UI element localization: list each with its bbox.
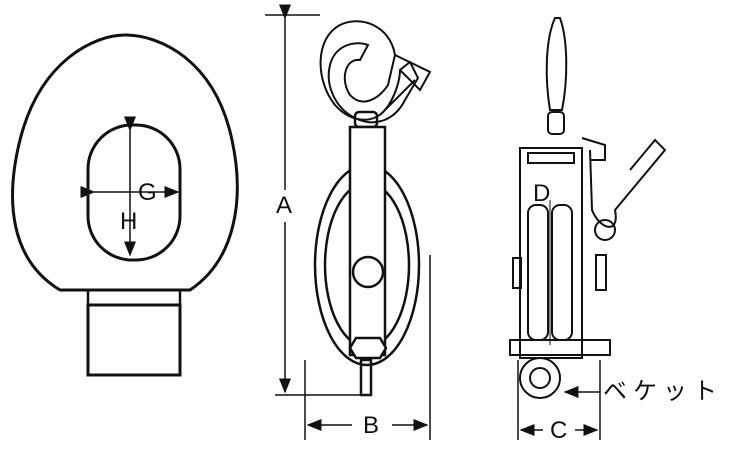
block-front-view	[313, 20, 432, 397]
dimension-d-label: D	[533, 180, 551, 207]
dimension-c	[517, 360, 601, 440]
dimension-a-label: A	[276, 192, 293, 219]
dimension-g-label: G	[138, 179, 157, 206]
sheave-cross-section	[11, 33, 239, 377]
dimension-b	[304, 255, 431, 440]
dimension-b-label: B	[363, 412, 380, 439]
block-side-view	[509, 17, 667, 399]
dimension-a	[265, 4, 360, 396]
dimension-h-label: H	[120, 208, 138, 235]
dimension-c-label: C	[550, 417, 568, 444]
becket-label: ベケット	[603, 377, 723, 405]
